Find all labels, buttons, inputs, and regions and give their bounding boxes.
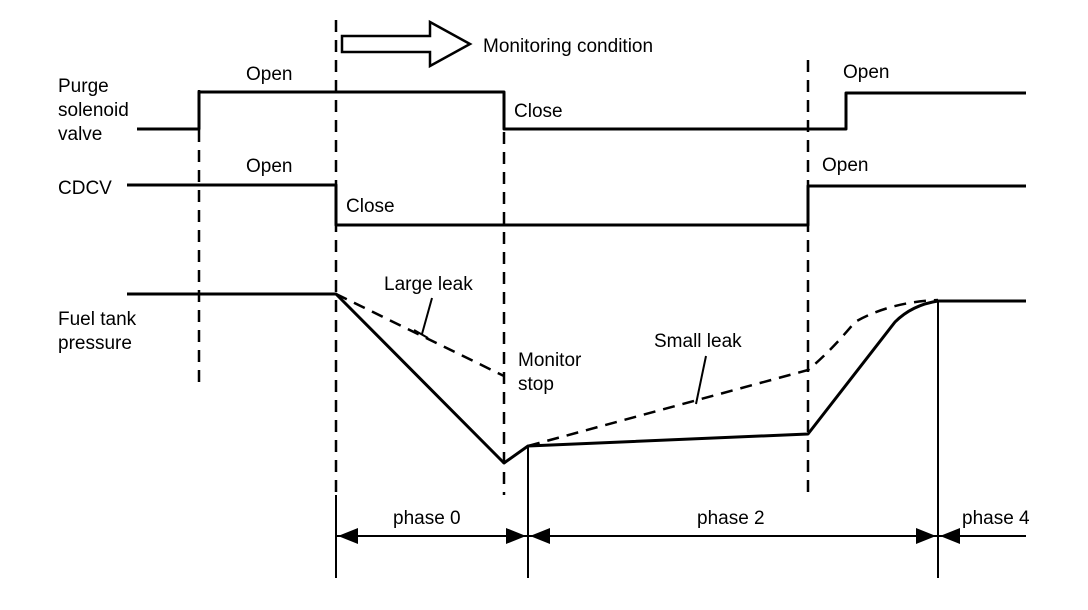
phase-0-arrow-left xyxy=(338,528,358,544)
purge-close-label: Close xyxy=(514,101,563,122)
purge-valve-label-line3: valve xyxy=(58,124,102,145)
large-leak-pointer-tick xyxy=(413,329,429,339)
phase-0-arrow-right xyxy=(506,528,526,544)
phase-4-label: phase 4 xyxy=(962,508,1030,529)
large-leak-pointer xyxy=(421,297,433,335)
purge-valve-label-line2: solenoid xyxy=(58,100,129,121)
purge-open-label-2: Open xyxy=(843,62,889,83)
phase-2-arrow-right xyxy=(916,528,936,544)
phase-2-arrow-left xyxy=(530,528,550,544)
purge-valve-label-line1: Purge xyxy=(58,76,109,97)
cdcv-open-label-2: Open xyxy=(822,155,868,176)
purge-valve-trace xyxy=(137,90,1026,131)
cdcv-close-label: Close xyxy=(346,196,395,217)
monitoring-condition-label: Monitoring condition xyxy=(483,36,653,57)
phase-4-arrow-left xyxy=(940,528,960,544)
small-leak-trace xyxy=(527,298,939,448)
small-leak-pointer xyxy=(695,355,707,405)
large-leak-label: Large leak xyxy=(384,274,473,295)
cdcv-open-label-1: Open xyxy=(246,156,292,177)
monitoring-condition-arrow xyxy=(340,19,473,69)
monitor-stop-label-line1: Monitor xyxy=(518,350,582,371)
monitor-stop-label-line2: stop xyxy=(518,374,554,395)
small-leak-label: Small leak xyxy=(654,331,742,352)
purge-open-label-1: Open xyxy=(246,64,292,85)
phase-2-label: phase 2 xyxy=(697,508,765,529)
phase-0-label: phase 0 xyxy=(393,508,461,529)
cdcv-trace xyxy=(127,183,1026,227)
fuel-tank-pressure-trace xyxy=(127,292,1026,465)
large-leak-trace xyxy=(335,292,505,378)
fuel-tank-pressure-label-line1: Fuel tank xyxy=(58,309,137,330)
cdcv-label: CDCV xyxy=(58,178,112,199)
fuel-tank-pressure-label-line2: pressure xyxy=(58,333,132,354)
